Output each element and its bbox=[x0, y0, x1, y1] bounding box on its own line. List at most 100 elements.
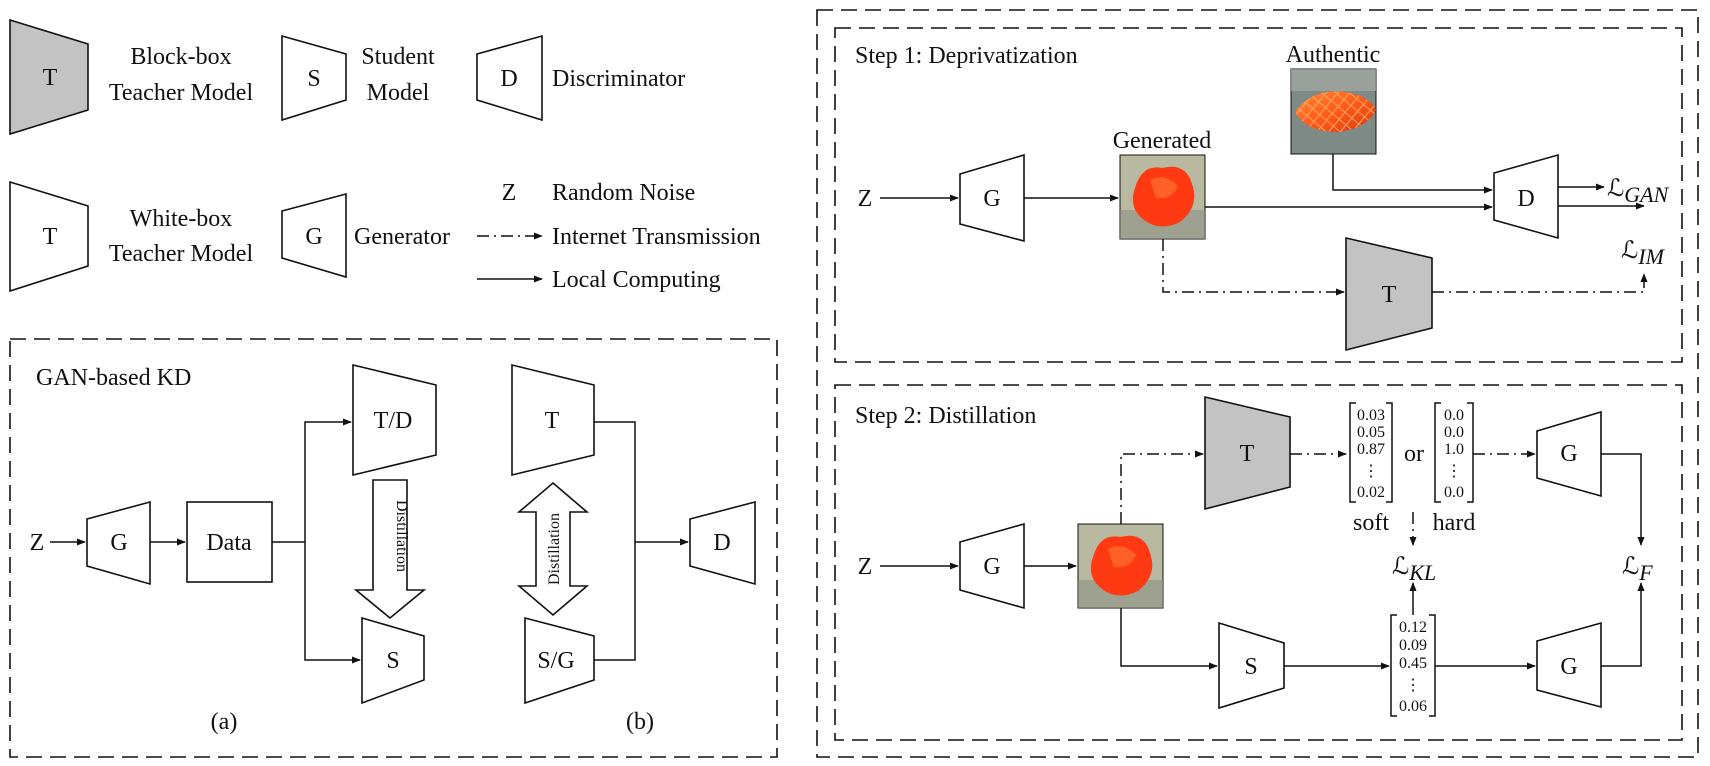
a-generator-label: G bbox=[110, 530, 127, 556]
a-generator bbox=[86, 500, 151, 586]
gtop-to-lf-line bbox=[1601, 453, 1645, 546]
step1-discriminator bbox=[1493, 153, 1559, 240]
soft-value: 0.02 bbox=[1357, 484, 1385, 501]
step2-title: Step 2: Distillation bbox=[855, 403, 1036, 429]
legend-blackbox-line2: Teacher Model bbox=[109, 80, 254, 106]
b-discriminator bbox=[689, 500, 756, 586]
gbottom-to-lf-line bbox=[1601, 582, 1645, 667]
b-caption: (b) bbox=[626, 709, 654, 735]
gan-kd-frame bbox=[9, 338, 778, 758]
step1-panel: Step 1: Deprivatization Z G Generated Au… bbox=[834, 27, 1683, 363]
step1-generated-to-teacher-line bbox=[1162, 239, 1345, 296]
a-teacher-discriminator bbox=[352, 363, 437, 477]
gan-based-kd-panel: GAN-based KD Z G Data T/D S Distillation… bbox=[9, 338, 778, 758]
step2-student bbox=[1218, 621, 1285, 710]
step2-blackbox-teacher bbox=[1204, 395, 1291, 511]
step1-title: Step 1: Deprivatization bbox=[855, 43, 1078, 69]
step1-authentic-to-d-line bbox=[1332, 154, 1493, 194]
step2-frame bbox=[834, 384, 1683, 741]
or-label: or bbox=[1404, 441, 1424, 467]
step2-loss-kl: ℒKL bbox=[1392, 554, 1436, 585]
step1-authentic-label: Authentic bbox=[1286, 42, 1381, 68]
legend-whitebox-line2: Teacher Model bbox=[109, 241, 254, 267]
legend-blackbox-teacher-shape bbox=[9, 18, 89, 136]
step2-generated-image bbox=[1077, 523, 1164, 609]
step2-student-label: S bbox=[1244, 654, 1257, 680]
legend-blackbox-line1: Block-box bbox=[130, 44, 231, 70]
legend-student-line2: Model bbox=[367, 80, 430, 106]
b-discriminator-label: D bbox=[713, 530, 730, 556]
b-sg-to-d-line bbox=[594, 542, 636, 661]
student-value: 0.09 bbox=[1399, 637, 1427, 654]
step2-generator-top bbox=[1536, 410, 1602, 498]
b-teacher-to-d-line bbox=[594, 421, 689, 546]
legend-student-symbol: S bbox=[307, 66, 320, 92]
proposed-method-frame bbox=[816, 9, 1699, 758]
step1-blackbox-teacher bbox=[1345, 236, 1433, 352]
legend-local-label: Local Computing bbox=[552, 267, 721, 293]
legend-student-shape bbox=[281, 34, 347, 122]
legend-whitebox-symbol: T bbox=[43, 224, 58, 250]
legend-generator-label: Generator bbox=[354, 224, 450, 250]
step1-loss-im: ℒIM bbox=[1621, 238, 1666, 269]
gan-kd-title: GAN-based KD bbox=[36, 365, 191, 391]
step2-generator-label: G bbox=[983, 554, 1000, 580]
a-distillation-arrow bbox=[353, 479, 427, 620]
step1-frame bbox=[834, 27, 1683, 363]
soft-value: 0.03 bbox=[1357, 407, 1385, 424]
step1-noise-z: Z bbox=[858, 186, 873, 212]
legend-discriminator-label: Discriminator bbox=[552, 66, 685, 92]
step2-generator-top-label: G bbox=[1560, 441, 1577, 467]
step1-generated-label: Generated bbox=[1113, 128, 1212, 154]
student-value: 0.06 bbox=[1399, 698, 1427, 715]
legend-discriminator-symbol: D bbox=[500, 66, 517, 92]
a-distillation-label: Distillation bbox=[393, 500, 410, 572]
legend-noise-label: Random Noise bbox=[552, 180, 695, 206]
step2-generator-bottom bbox=[1536, 621, 1602, 709]
image-to-student-line bbox=[1120, 608, 1218, 670]
svg-text:⋮: ⋮ bbox=[1446, 463, 1462, 480]
step1-loss-gan: ℒGAN bbox=[1607, 176, 1670, 207]
legend-internet-label: Internet Transmission bbox=[552, 224, 761, 250]
a-td-label: T/D bbox=[374, 408, 413, 434]
soft-value: 0.87 bbox=[1357, 441, 1385, 458]
hard-label: hard bbox=[1433, 510, 1476, 536]
soft-label: soft bbox=[1353, 510, 1389, 536]
hard-value: 0.0 bbox=[1444, 484, 1464, 501]
legend-whitebox-teacher-shape bbox=[9, 180, 89, 293]
step2-noise-z: Z bbox=[858, 554, 873, 580]
b-student-generator bbox=[524, 616, 595, 705]
legend-generator-symbol: G bbox=[305, 224, 322, 250]
a-caption: (a) bbox=[211, 709, 238, 735]
soft-label-vector: 0.03 0.05 0.87 ⋮ 0.02 bbox=[1349, 402, 1393, 503]
step1-generator-label: G bbox=[983, 186, 1000, 212]
student-value: 0.45 bbox=[1399, 655, 1427, 672]
b-distillation-label: Distillation bbox=[546, 513, 563, 585]
student-value: 0.12 bbox=[1399, 619, 1427, 636]
hard-label-vector: 0.0 0.0 1.0 ⋮ 0.0 bbox=[1434, 402, 1474, 503]
hard-value: 0.0 bbox=[1444, 407, 1464, 424]
legend: T Block-box Teacher Model S Student Mode… bbox=[9, 18, 761, 293]
svg-text:⋮: ⋮ bbox=[1363, 463, 1379, 480]
step2-loss-f: ℒF bbox=[1622, 554, 1653, 585]
b-distillation-double-arrow bbox=[516, 481, 590, 617]
b-teacher bbox=[511, 363, 595, 477]
a-data-to-td-line bbox=[272, 418, 352, 543]
legend-student-line1: Student bbox=[361, 44, 435, 70]
a-student-label: S bbox=[386, 648, 399, 674]
b-sg-label: S/G bbox=[537, 648, 574, 674]
a-data-to-s-line bbox=[304, 542, 361, 664]
hard-value: 1.0 bbox=[1444, 441, 1464, 458]
step1-teacher-to-lim-line bbox=[1432, 273, 1648, 293]
step2-image-to-teacher-line bbox=[1120, 450, 1204, 524]
step1-generator bbox=[959, 153, 1025, 243]
a-student bbox=[361, 616, 425, 705]
step2-generator bbox=[959, 522, 1025, 610]
student-output-vector: 0.12 0.09 0.45 ⋮ 0.06 bbox=[1390, 614, 1436, 717]
legend-noise-symbol: Z bbox=[502, 180, 517, 206]
step2-generator-bottom-label: G bbox=[1560, 654, 1577, 680]
a-noise-z: Z bbox=[30, 530, 45, 556]
svg-text:⋮: ⋮ bbox=[1405, 677, 1421, 694]
step1-generated-image bbox=[1119, 154, 1206, 240]
